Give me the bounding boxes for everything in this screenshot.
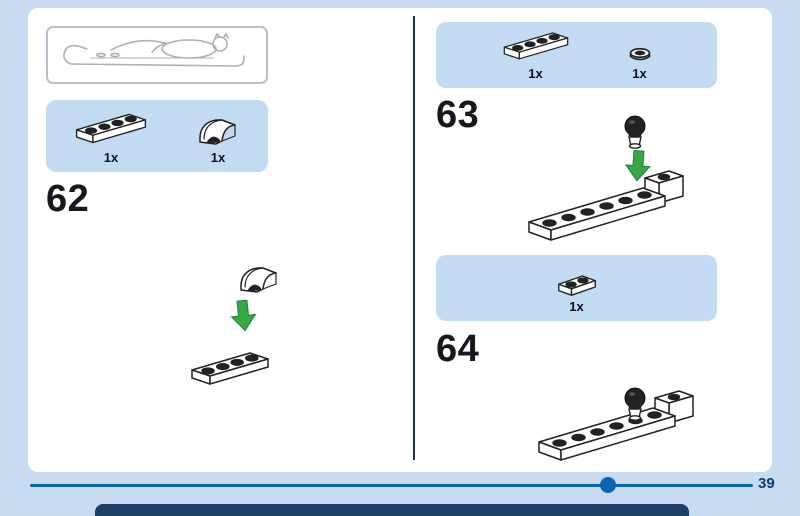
step-number-62: 62 bbox=[46, 178, 90, 220]
model-preview bbox=[46, 26, 268, 84]
green-arrow-icon bbox=[229, 298, 258, 333]
model-preview-sketch bbox=[63, 32, 245, 67]
progress-handle[interactable] bbox=[600, 477, 617, 493]
part-count: 1x bbox=[528, 66, 543, 81]
plate-1x2-icon bbox=[557, 275, 596, 296]
part-curved-slope: 1x bbox=[195, 112, 241, 164]
part-plate-1x2: 1x bbox=[555, 266, 599, 313]
part-count: 1x bbox=[210, 150, 226, 165]
part-round-plate: 1x bbox=[627, 42, 653, 80]
bottom-sheet-handle[interactable] bbox=[95, 504, 689, 516]
plate-1x4-piece bbox=[191, 352, 269, 385]
parts-callout-step-63: 1x 1x bbox=[436, 22, 717, 88]
column-divider bbox=[413, 16, 415, 460]
part-plate-1x4: 1x bbox=[73, 108, 149, 164]
parts-callout-step-62: 1x 1x bbox=[46, 100, 268, 172]
assembly-diagram-63 bbox=[528, 115, 684, 241]
round-knob-piece bbox=[624, 115, 646, 149]
step-number-63: 63 bbox=[436, 94, 480, 136]
assembly-diagram-64 bbox=[538, 387, 694, 461]
curved-slope-piece bbox=[240, 267, 277, 293]
subassembly-plate bbox=[538, 390, 694, 461]
part-plate-1x4: 1x bbox=[501, 27, 571, 80]
progress-track[interactable] bbox=[30, 484, 753, 487]
step-number-64: 64 bbox=[436, 328, 480, 370]
plate-1x4-icon bbox=[75, 113, 147, 144]
part-count: 1x bbox=[632, 66, 647, 81]
parts-callout-step-64: 1x bbox=[436, 255, 717, 321]
assembly-diagram-62 bbox=[191, 267, 277, 385]
curved-slope-icon bbox=[199, 119, 236, 145]
page-number: 39 bbox=[758, 475, 775, 492]
subassembly-plate bbox=[528, 170, 684, 241]
part-count: 1x bbox=[569, 299, 584, 314]
part-count: 1x bbox=[103, 150, 119, 165]
round-plate-icon bbox=[629, 47, 650, 61]
plate-1x4-icon bbox=[503, 32, 568, 60]
